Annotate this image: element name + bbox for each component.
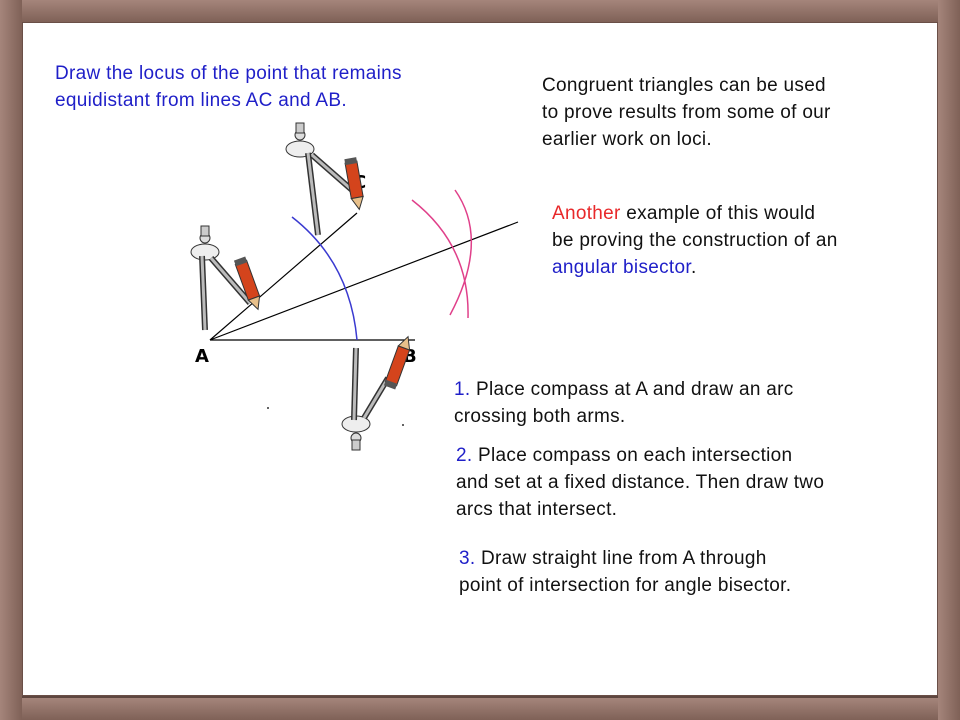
speck bbox=[267, 407, 269, 409]
arc-from-b-intersection bbox=[411, 199, 469, 319]
frame-right bbox=[938, 0, 960, 720]
arc-from-c-intersection bbox=[449, 189, 472, 316]
step-2-number: 2. bbox=[456, 445, 473, 466]
step-2-line-3: arcs that intersect. bbox=[456, 499, 618, 520]
pencil-icon bbox=[233, 256, 261, 311]
pencil-icon bbox=[383, 335, 411, 390]
step-2: 2. Place compass on each intersection an… bbox=[456, 442, 824, 523]
another-line-2: be proving the construction of an bbox=[552, 230, 838, 251]
step-1-line-1: Place compass at A and draw an arc bbox=[470, 379, 794, 400]
another-word: Another bbox=[552, 203, 621, 224]
ray-ac bbox=[209, 212, 358, 341]
step-2-line-2: and set at a fixed distance. Then draw t… bbox=[456, 472, 825, 493]
compass-icon bbox=[285, 122, 354, 236]
intro-line-1: Draw the locus of the point that remains bbox=[55, 63, 402, 84]
slide: Draw the locus of the point that remains… bbox=[22, 22, 938, 696]
step-1: 1. Place compass at A and draw an arc cr… bbox=[454, 376, 794, 430]
intro-text: Draw the locus of the point that remains… bbox=[55, 60, 402, 114]
step-3-number: 3. bbox=[459, 548, 476, 569]
intro-line-2: equidistant from lines AC and AB. bbox=[55, 90, 347, 111]
arc-from-a bbox=[291, 216, 358, 341]
congruent-text: Congruent triangles can be used to prove… bbox=[542, 72, 831, 153]
another-rest: example of this would bbox=[620, 203, 816, 224]
congruent-line-3: earlier work on loci. bbox=[542, 129, 712, 150]
step-1-line-2: crossing both arms. bbox=[454, 406, 626, 427]
label-a: A bbox=[195, 346, 209, 367]
step-2-line-1: Place compass on each intersection bbox=[472, 445, 793, 466]
step-3-line-2: point of intersection for angle bisector… bbox=[459, 575, 792, 596]
compass-icon bbox=[341, 347, 391, 451]
another-end: . bbox=[690, 257, 697, 278]
speck bbox=[402, 424, 404, 426]
frame-left bbox=[0, 0, 22, 720]
congruent-line-2: to prove results from some of our bbox=[542, 102, 831, 123]
step-3: 3. Draw straight line from A through poi… bbox=[459, 545, 791, 599]
frame-bottom bbox=[0, 696, 960, 720]
compass-icon bbox=[190, 225, 253, 331]
bisector-line bbox=[209, 221, 519, 341]
another-text: Another example of this would be proving… bbox=[552, 200, 838, 281]
step-1-number: 1. bbox=[454, 379, 471, 400]
congruent-line-1: Congruent triangles can be used bbox=[542, 75, 826, 96]
pencil-icon bbox=[344, 157, 364, 211]
bisector-term: angular bisector bbox=[552, 257, 691, 278]
step-3-line-1: Draw straight line from A through bbox=[475, 548, 767, 569]
